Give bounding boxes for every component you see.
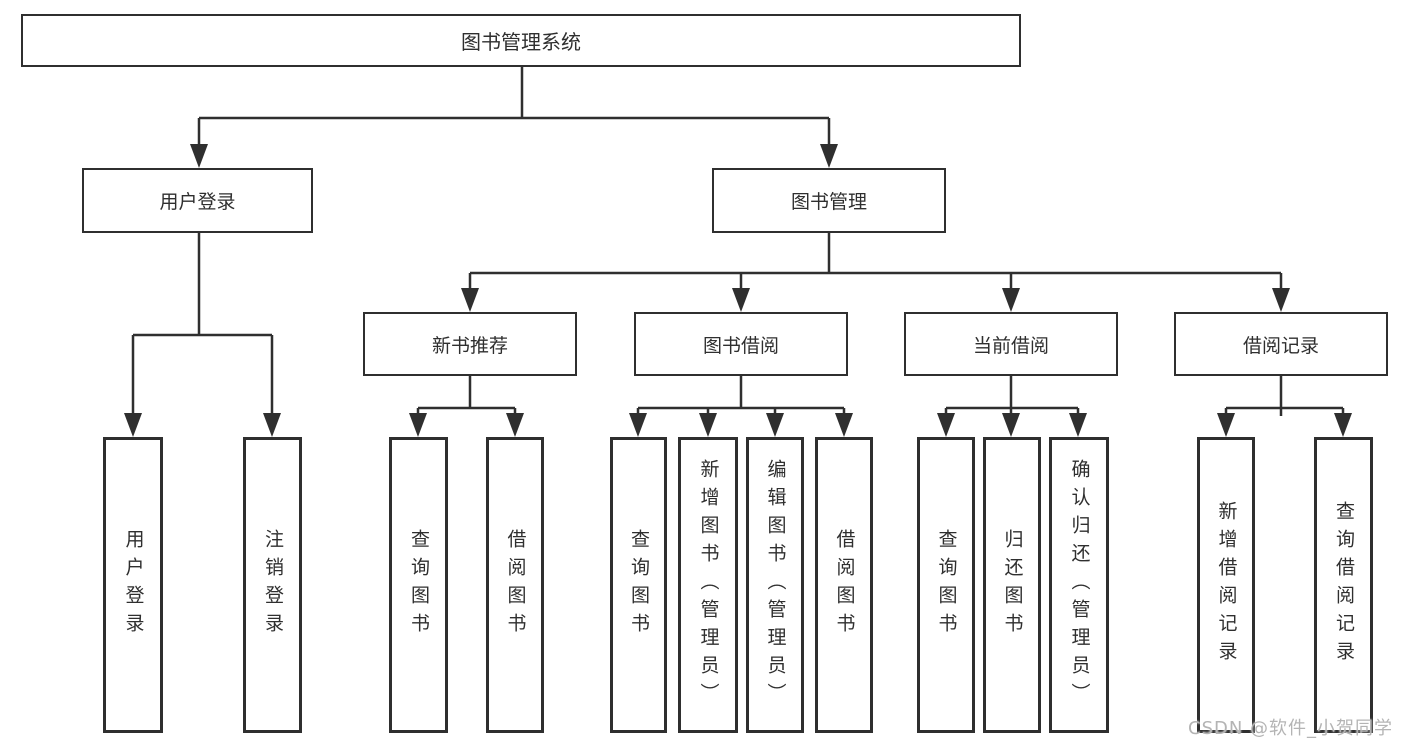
leaf-label: 新增图书（管理员）	[697, 459, 720, 711]
leaf-borrow-books: 借阅图书	[486, 437, 544, 733]
node-book-borrowing: 图书借阅	[634, 312, 848, 376]
leaf-query-borrow-record: 查询借阅记录	[1314, 437, 1373, 733]
leaf-label: 查询借阅记录	[1333, 501, 1355, 669]
leaf-label: 借阅图书	[504, 529, 527, 641]
node-label: 图书管理系统	[461, 30, 581, 54]
leaf-label: 查询图书	[408, 529, 430, 641]
arrow-down-icon	[699, 413, 717, 437]
leaf-logout: 注销登录	[243, 437, 302, 733]
arrow-down-icon	[506, 413, 524, 437]
leaf-label: 新增借阅记录	[1215, 501, 1238, 669]
arrow-down-icon	[629, 413, 647, 437]
leaf-label: 查询图书	[628, 529, 650, 641]
node-label: 新书推荐	[431, 334, 508, 357]
arrow-down-icon	[1069, 413, 1087, 437]
arrow-down-icon	[835, 413, 853, 437]
leaf-query-books: 查询图书	[389, 437, 448, 733]
leaf-label: 编辑图书（管理员）	[764, 459, 787, 711]
node-borrowing-records: 借阅记录	[1174, 312, 1388, 376]
arrow-down-icon	[1334, 413, 1352, 437]
node-label: 借阅记录	[1242, 334, 1319, 357]
node-label: 用户登录	[159, 191, 236, 213]
node-new-book-recommendation: 新书推荐	[363, 312, 577, 376]
arrow-down-icon	[820, 144, 838, 168]
arrow-down-icon	[937, 413, 955, 437]
arrow-down-icon	[409, 413, 427, 437]
arrow-down-icon	[1272, 288, 1290, 312]
arrow-down-icon	[461, 288, 479, 312]
leaf-label: 查询图书	[935, 529, 958, 641]
leaf-label: 确认归还（管理员）	[1068, 459, 1091, 711]
arrow-down-icon	[1217, 413, 1235, 437]
node-label: 图书借阅	[702, 334, 779, 357]
leaf-label: 借阅图书	[833, 529, 856, 641]
leaf-borrow-books: 借阅图书	[815, 437, 873, 733]
leaf-query-books: 查询图书	[610, 437, 667, 733]
arrow-down-icon	[263, 413, 281, 437]
node-user-login: 用户登录	[82, 168, 313, 233]
arrow-down-icon	[766, 413, 784, 437]
leaf-label: 用户登录	[122, 529, 145, 641]
leaf-add-books-admin: 新增图书（管理员）	[678, 437, 738, 733]
leaf-label: 归还图书	[1001, 529, 1024, 641]
leaf-return-books: 归还图书	[983, 437, 1041, 733]
leaf-edit-books-admin: 编辑图书（管理员）	[746, 437, 804, 733]
arrow-down-icon	[732, 288, 750, 312]
arrow-down-icon	[124, 413, 142, 437]
leaf-query-books: 查询图书	[917, 437, 975, 733]
leaf-add-borrow-record: 新增借阅记录	[1197, 437, 1255, 733]
arrow-down-icon	[1002, 413, 1020, 437]
node-book-management: 图书管理	[712, 168, 946, 233]
arrow-down-icon	[190, 144, 208, 168]
node-current-borrowing: 当前借阅	[904, 312, 1118, 376]
leaf-user-login: 用户登录	[103, 437, 163, 733]
node-library-management-system: 图书管理系统	[21, 14, 1021, 67]
leaf-confirm-return-admin: 确认归还（管理员）	[1049, 437, 1109, 733]
leaf-label: 注销登录	[262, 529, 284, 641]
node-label: 图书管理	[790, 191, 867, 213]
csdn-watermark: CSDN @软件_小贺同学	[1188, 718, 1394, 739]
arrow-down-icon	[1002, 288, 1020, 312]
node-label: 当前借阅	[972, 334, 1049, 357]
